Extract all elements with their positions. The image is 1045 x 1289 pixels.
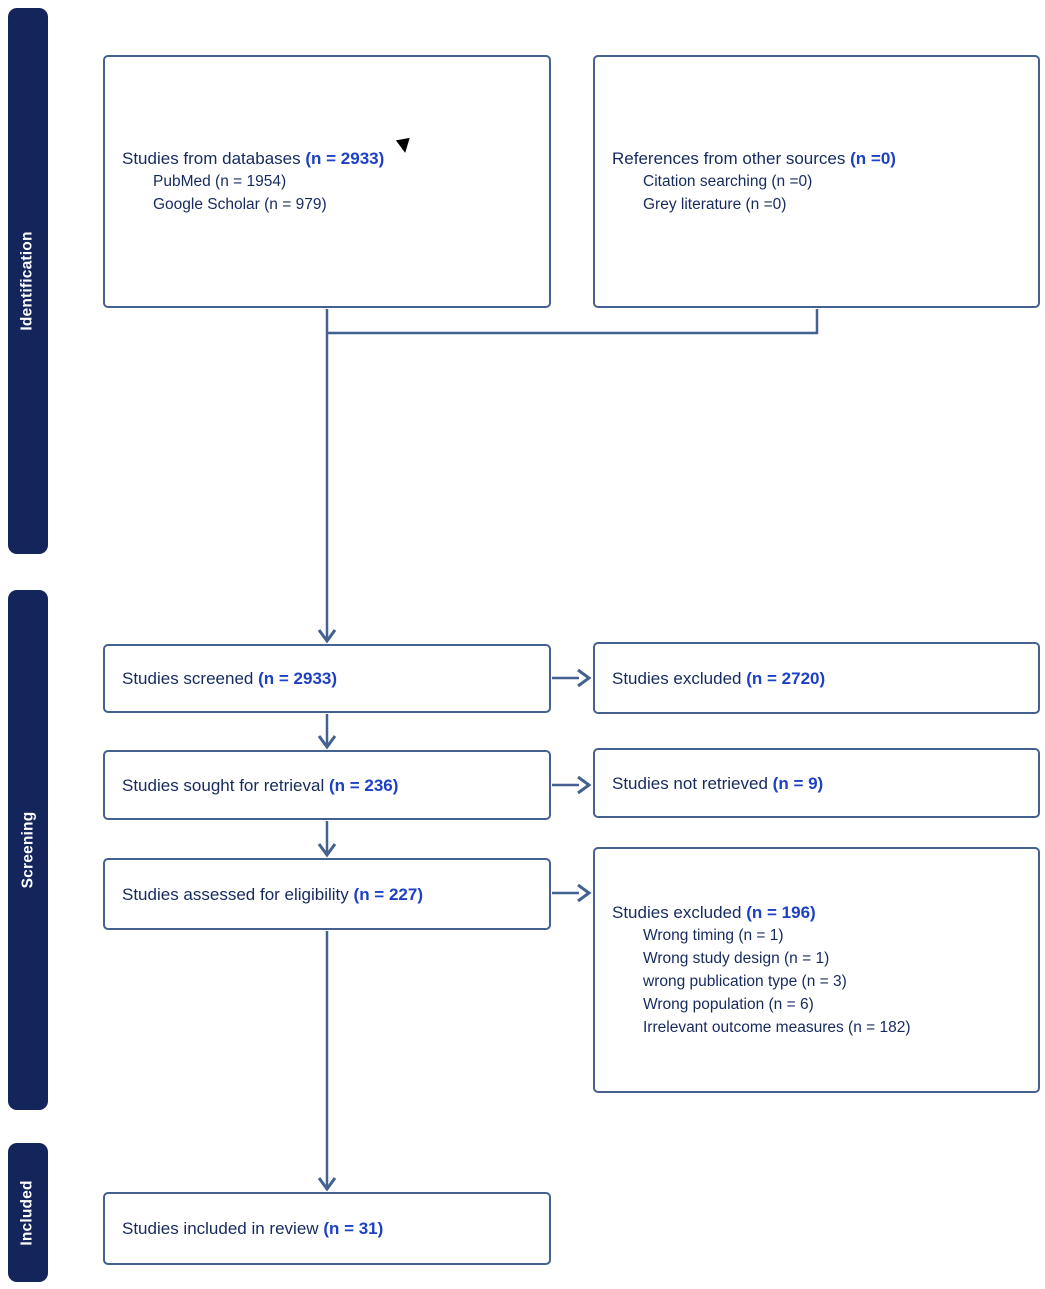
box-subitem: Citation searching (n =0) — [643, 172, 813, 190]
box-subitem: Irrelevant outcome measures (n = 182) — [643, 1018, 911, 1036]
stage-bar-identification: Identification — [8, 8, 48, 554]
box-title-text: Studies excluded — [612, 902, 742, 922]
box-title: Studies assessed for eligibility(n = 227… — [122, 884, 541, 905]
box-subitem: Wrong study design (n = 1) — [643, 949, 830, 967]
box-subitem: Wrong timing (n = 1) — [643, 926, 784, 944]
arrowhead-right-icon — [577, 883, 592, 903]
box-title: Studies included in review(n = 31) — [122, 1218, 541, 1239]
stage-label: Included — [19, 1179, 37, 1246]
box-title-text: Studies included in review — [122, 1219, 319, 1238]
box-title: References from other sources(n =0) — [612, 148, 1030, 169]
box-title: Studies excluded(n = 2720) — [612, 668, 1030, 689]
connector-other-sources — [327, 309, 819, 335]
box-subitem: Grey literature (n =0) — [643, 195, 787, 213]
box-title: Studies from databases(n = 2933) — [122, 148, 541, 169]
box-title-text: Studies not retrieved — [612, 773, 768, 793]
box-studies-excluded-eligibility: Studies excluded(n = 196) Wrong timing (… — [593, 847, 1040, 1093]
box-title-text: Studies from databases — [122, 148, 301, 168]
box-title-count: (n = 2933) — [258, 669, 338, 688]
arrowhead-down-icon — [317, 843, 337, 858]
arrowhead-down-icon — [317, 735, 337, 750]
stage-bar-included: Included — [8, 1143, 48, 1282]
box-title: Studies excluded(n = 196) — [612, 902, 1030, 923]
box-title: Studies not retrieved(n = 9) — [612, 773, 1030, 794]
box-title-text: Studies sought for retrieval — [122, 775, 325, 795]
box-studies-included-review: Studies included in review(n = 31) — [103, 1192, 551, 1265]
box-title-count: (n = 31) — [323, 1219, 384, 1238]
box-studies-assessed-eligibility: Studies assessed for eligibility(n = 227… — [103, 858, 551, 930]
arrowhead-down-icon — [317, 629, 337, 644]
box-studies-sought-retrieval: Studies sought for retrieval(n = 236) — [103, 750, 551, 820]
box-studies-excluded-screening: Studies excluded(n = 2720) — [593, 642, 1040, 714]
box-title-count: (n = 2720) — [746, 668, 826, 688]
box-title-text: Studies assessed for eligibility — [122, 884, 349, 904]
box-studies-not-retrieved: Studies not retrieved(n = 9) — [593, 748, 1040, 818]
box-title-text: Studies screened — [122, 669, 254, 688]
box-title-count: (n =0) — [850, 148, 896, 168]
box-title-count: (n = 236) — [328, 775, 399, 795]
stage-label: Identification — [19, 231, 36, 331]
box-title-count: (n = 9) — [772, 773, 824, 793]
box-subitem: wrong publication type (n = 3) — [643, 972, 847, 990]
arrowhead-down-icon — [317, 1177, 337, 1192]
stage-bar-screening: Screening — [8, 590, 48, 1110]
stage-label: Screening — [19, 811, 36, 889]
box-studies-screened: Studies screened(n = 2933) — [103, 644, 551, 713]
box-studies-from-databases: Studies from databases(n = 2933) PubMed … — [103, 55, 551, 308]
arrowhead-right-icon — [577, 668, 592, 688]
box-title: Studies screened(n = 2933) — [122, 668, 541, 689]
box-references-other-sources: References from other sources(n =0) Cita… — [593, 55, 1040, 308]
box-subitem: Wrong population (n = 6) — [643, 995, 814, 1013]
box-title-text: References from other sources — [612, 148, 846, 168]
box-title-count: (n = 196) — [746, 902, 816, 922]
box-subitem: PubMed (n = 1954) — [153, 172, 287, 190]
box-title: Studies sought for retrieval(n = 236) — [122, 775, 541, 796]
box-subitem: Google Scholar (n = 979) — [153, 195, 327, 213]
box-title-text: Studies excluded — [612, 668, 742, 688]
cursor-triangle-icon — [395, 137, 413, 155]
box-title-count: (n = 2933) — [305, 148, 385, 168]
arrowhead-right-icon — [577, 775, 592, 795]
box-title-count: (n = 227) — [353, 884, 423, 904]
